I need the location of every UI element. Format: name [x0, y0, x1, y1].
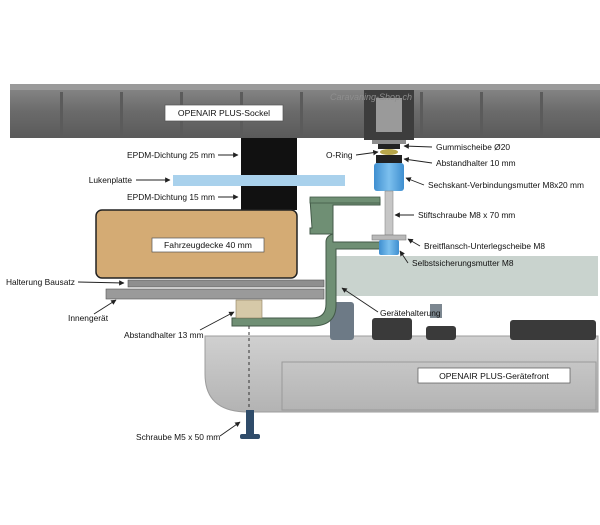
geraetehalterung-label: Gerätehalterung [380, 308, 441, 318]
innengeraet-plate [105, 288, 325, 300]
sechskant-arrow [405, 177, 425, 186]
abstandhalter10-label: Abstandhalter 10 mm [436, 158, 516, 168]
geraetefront-body [204, 335, 599, 413]
gummischeibe [378, 144, 400, 149]
breitflansch-label: Breitflansch-Unterlegscheibe M8 [424, 241, 545, 251]
sechskant-mutter [374, 163, 404, 191]
breitflansch-scheibe [371, 234, 407, 241]
schraube-head [240, 434, 260, 439]
front-clip [330, 302, 354, 340]
abstandhalter10-arrow [403, 157, 433, 164]
innengeraet-label: Innengerät [68, 313, 109, 323]
oring-label: O-Ring [326, 150, 353, 160]
deck-label: Fahrzeugdecke 40 mm [164, 240, 252, 250]
schraube-label: Schraube M5 x 50 mm [136, 432, 220, 442]
oring [380, 149, 398, 155]
selbstsicherung-label: Selbstsicherungsmutter M8 [412, 258, 514, 268]
breitflansch-arrow [407, 238, 421, 247]
sockel-bolt-head [376, 98, 402, 132]
abstandhalter13-arrow [199, 311, 235, 331]
epdm15-label: EPDM-Dichtung 15 mm [127, 192, 215, 202]
sockel-label: OPENAIR PLUS-Sockel [178, 108, 270, 118]
geraetehalterung-arrow [341, 287, 379, 313]
schraube-shaft [246, 410, 254, 434]
halterung-bausatz-plate [127, 279, 325, 288]
front-clip-small [430, 304, 442, 318]
epdm-seal [241, 138, 297, 210]
watermark: Caravaning-Shop.ch [330, 92, 412, 102]
stiftschraube [384, 190, 394, 236]
geraetefront-panel [281, 361, 597, 411]
selbstsicherung-arrow [399, 250, 409, 264]
geraetehalterung-bracket [231, 198, 381, 327]
abstandhalter-10 [376, 155, 402, 163]
bracket-top-flange [309, 196, 381, 204]
inner-unit [330, 256, 598, 296]
abstandhalter13-label: Abstandhalter 13 mm [124, 330, 204, 340]
stiftschraube-label: Stiftschraube M8 x 70 mm [418, 210, 515, 220]
front-label-box [417, 367, 571, 384]
gummischeibe-label: Gummischeibe Ø20 [436, 142, 510, 152]
sechskant-label: Sechskant-Verbindungsmutter M8x20 mm [428, 180, 584, 190]
sockel-frame: Caravaning-Shop.ch [10, 84, 600, 140]
sockel-label-box [164, 104, 284, 122]
front-dark-blocks [372, 318, 596, 340]
lukenplatte-label: Lukenplatte [89, 175, 133, 185]
oring-arrow [355, 149, 379, 156]
innengeraet-arrow [93, 299, 117, 315]
gummischeibe-arrow [403, 143, 433, 149]
abstandhalter-13 [235, 299, 263, 319]
sockel-body [10, 84, 600, 138]
gummischeibe-top [372, 140, 406, 144]
epdm25-label: EPDM-Dichtung 25 mm [127, 150, 215, 160]
selbstsicherungsmutter [379, 240, 399, 255]
halterung-bausatz-label: Halterung Bausatz [6, 277, 75, 287]
lukenplatte-panel [173, 175, 345, 186]
sockel-top-edge [10, 84, 600, 90]
schraube-arrow [219, 421, 241, 437]
deck-label-box [151, 237, 265, 253]
halterung-bausatz-arrow [77, 280, 125, 286]
front-label: OPENAIR PLUS-Gerätefront [439, 371, 549, 381]
